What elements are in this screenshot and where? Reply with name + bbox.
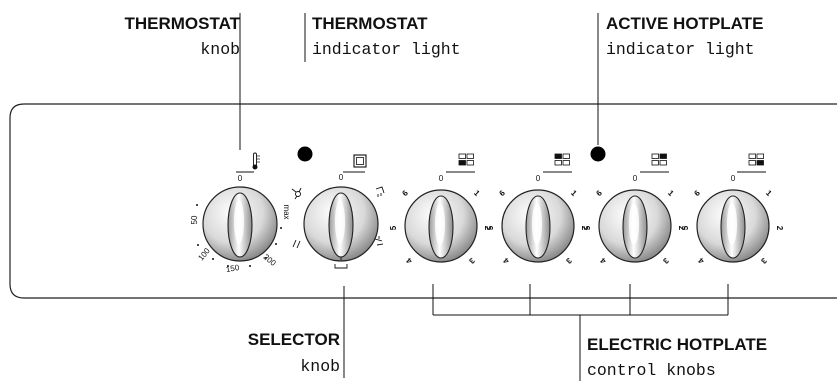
top-bottom-heat-icon xyxy=(374,236,384,246)
hotplate-knob-3-label-six: 6 xyxy=(594,188,604,198)
hotplate-knob-2-label-one: 1 xyxy=(569,188,579,198)
hotplate-knob-4-label-five: 5 xyxy=(681,225,690,230)
thermostat-zero-label: 0 xyxy=(238,174,243,183)
hotplate-knob-1-label-five: 5 xyxy=(389,225,398,230)
oven-icon xyxy=(343,154,367,173)
thermostat-200-label: 200 xyxy=(262,252,278,268)
thermostat-50-label: 50 xyxy=(190,215,199,224)
bottom-heat-icon xyxy=(334,257,348,269)
hotplate-knob-1-label-four: 4 xyxy=(404,256,414,266)
grill-icon xyxy=(375,186,385,197)
thermostat-knob-subtitle: knob xyxy=(200,40,240,59)
hotplate-knob-2[interactable] xyxy=(501,189,575,263)
hotplate-knob-4-label-zero: 0 xyxy=(731,174,736,183)
thermostat-knob[interactable] xyxy=(202,186,278,262)
hotplate-knob-4[interactable] xyxy=(696,189,770,263)
thermostat-knob-title: THERMOSTAT xyxy=(124,14,240,33)
hotplate-knob-3-label-three: 3 xyxy=(661,256,671,266)
light-icon xyxy=(292,239,301,249)
selector-knob[interactable] xyxy=(303,186,379,262)
hotplate-knob-1-label-one: 1 xyxy=(472,188,482,198)
hotplate-knob-3-label-two: 2 xyxy=(677,226,686,231)
hotplate-knob-3-label-zero: 0 xyxy=(633,174,638,183)
defrost-fan-icon xyxy=(291,187,302,200)
hotplate-bottom-left-icon xyxy=(543,153,572,173)
hotplate-knob-1[interactable] xyxy=(404,189,478,263)
thermostat-light-subtitle: indicator light xyxy=(312,40,461,59)
thermostat-light-title: THERMOSTAT xyxy=(312,14,428,33)
hotplate-knob-1-label-six: 6 xyxy=(400,188,410,198)
selector-title: SELECTOR xyxy=(247,330,340,349)
hotplate-knob-1-label-zero: 0 xyxy=(439,174,444,183)
hotplate-top-right-icon xyxy=(446,153,475,173)
thermometer-icon xyxy=(236,152,260,173)
thermostat-indicator-light xyxy=(297,146,313,162)
control-panel-outline xyxy=(9,103,837,299)
hotplate-knob-2-label-three: 3 xyxy=(564,256,574,266)
hotplate-knob-1-label-two: 2 xyxy=(483,226,492,231)
hotplate-knob-3-label-five: 5 xyxy=(583,225,592,230)
active-hotplate-indicator-light xyxy=(590,146,606,162)
hotplate-knob-1-label-three: 3 xyxy=(467,256,477,266)
hotplate-bottom-right-icon xyxy=(737,153,766,173)
active-hotplate-subtitle: indicator light xyxy=(606,40,755,59)
thermostat-150-label: 150 xyxy=(225,263,240,274)
active-hotplate-title: ACTIVE HOTPLATE xyxy=(606,14,764,33)
hotplate-top-left-icon xyxy=(640,153,669,173)
hotplate-knob-4-label-one: 1 xyxy=(764,188,774,198)
hotplate-knob-3-label-one: 1 xyxy=(666,188,676,198)
hotplate-knob-2-label-zero: 0 xyxy=(536,174,541,183)
selector-subtitle: knob xyxy=(300,357,340,376)
electric-hotplate-subtitle: control knobs xyxy=(587,361,716,380)
hotplate-knob-2-label-two: 2 xyxy=(580,226,589,231)
hotplate-knob-2-label-five: 5 xyxy=(486,225,495,230)
thermostat-max-label: max xyxy=(282,204,291,219)
hotplate-knob-3[interactable] xyxy=(598,189,672,263)
thermostat-scale-dots xyxy=(196,204,282,267)
hotplate-knob-4-label-four: 4 xyxy=(696,256,706,266)
hotplate-knob-4-label-six: 6 xyxy=(692,188,702,198)
hotplate-knobs-group: 0 1 2 3 4 5 6 0 1 2 3 4 5 6 0 1 2 3 4 5 6 0 1 2 3 4 5 6 xyxy=(389,174,784,266)
selector-zero-label: 0 xyxy=(339,173,344,182)
electric-hotplate-title: ELECTRIC HOTPLATE xyxy=(587,335,768,354)
hotplate-knob-2-label-six: 6 xyxy=(497,188,507,198)
hotplate-knob-2-label-four: 4 xyxy=(501,256,511,266)
hotplate-knob-4-label-three: 3 xyxy=(759,256,769,266)
hotplate-knob-3-label-four: 4 xyxy=(598,256,608,266)
hotplate-knob-4-label-two: 2 xyxy=(775,226,784,231)
electric-hotplate-bracket xyxy=(432,284,729,381)
thermostat-100-label: 100 xyxy=(196,246,212,262)
